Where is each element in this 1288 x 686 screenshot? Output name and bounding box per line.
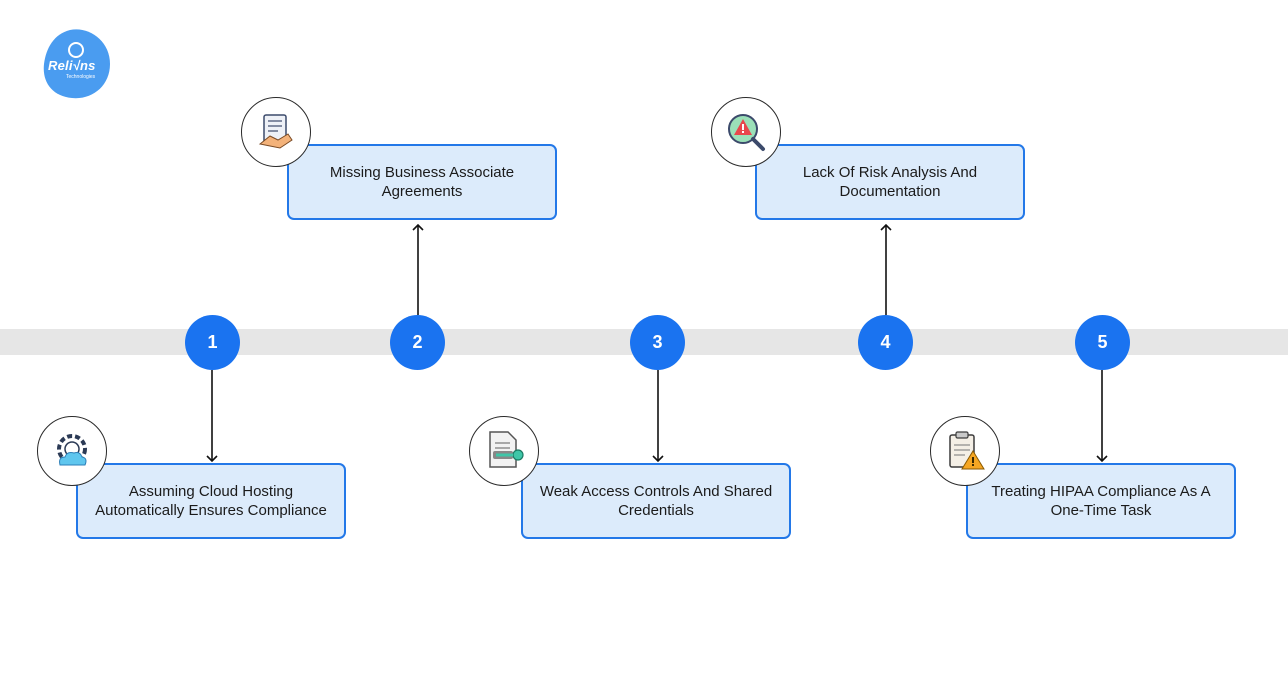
step-marker-3: 3 <box>630 315 685 370</box>
document-key-icon <box>469 416 539 486</box>
step-marker-1: 1 <box>185 315 240 370</box>
step-marker-2: 2 <box>390 315 445 370</box>
brand-subtitle: Technologies <box>66 74 96 80</box>
step-card-2: Missing Business Associate Agreements <box>287 144 557 220</box>
brand-name: Reli√ns <box>48 58 96 73</box>
step-marker-5: 5 <box>1075 315 1130 370</box>
step-card-1: Assuming Cloud Hosting Automatically Ens… <box>76 463 346 539</box>
clipboard-warning-icon <box>930 416 1000 486</box>
brand-logo <box>43 29 110 99</box>
step-marker-4: 4 <box>858 315 913 370</box>
cloud-gear-icon <box>37 416 107 486</box>
step-card-3: Weak Access Controls And Shared Credenti… <box>521 463 791 539</box>
magnifier-warning-icon <box>711 97 781 167</box>
step-card-5: Treating HIPAA Compliance As A One-Time … <box>966 463 1236 539</box>
handshake-document-icon <box>241 97 311 167</box>
step-card-4: Lack Of Risk Analysis And Documentation <box>755 144 1025 220</box>
